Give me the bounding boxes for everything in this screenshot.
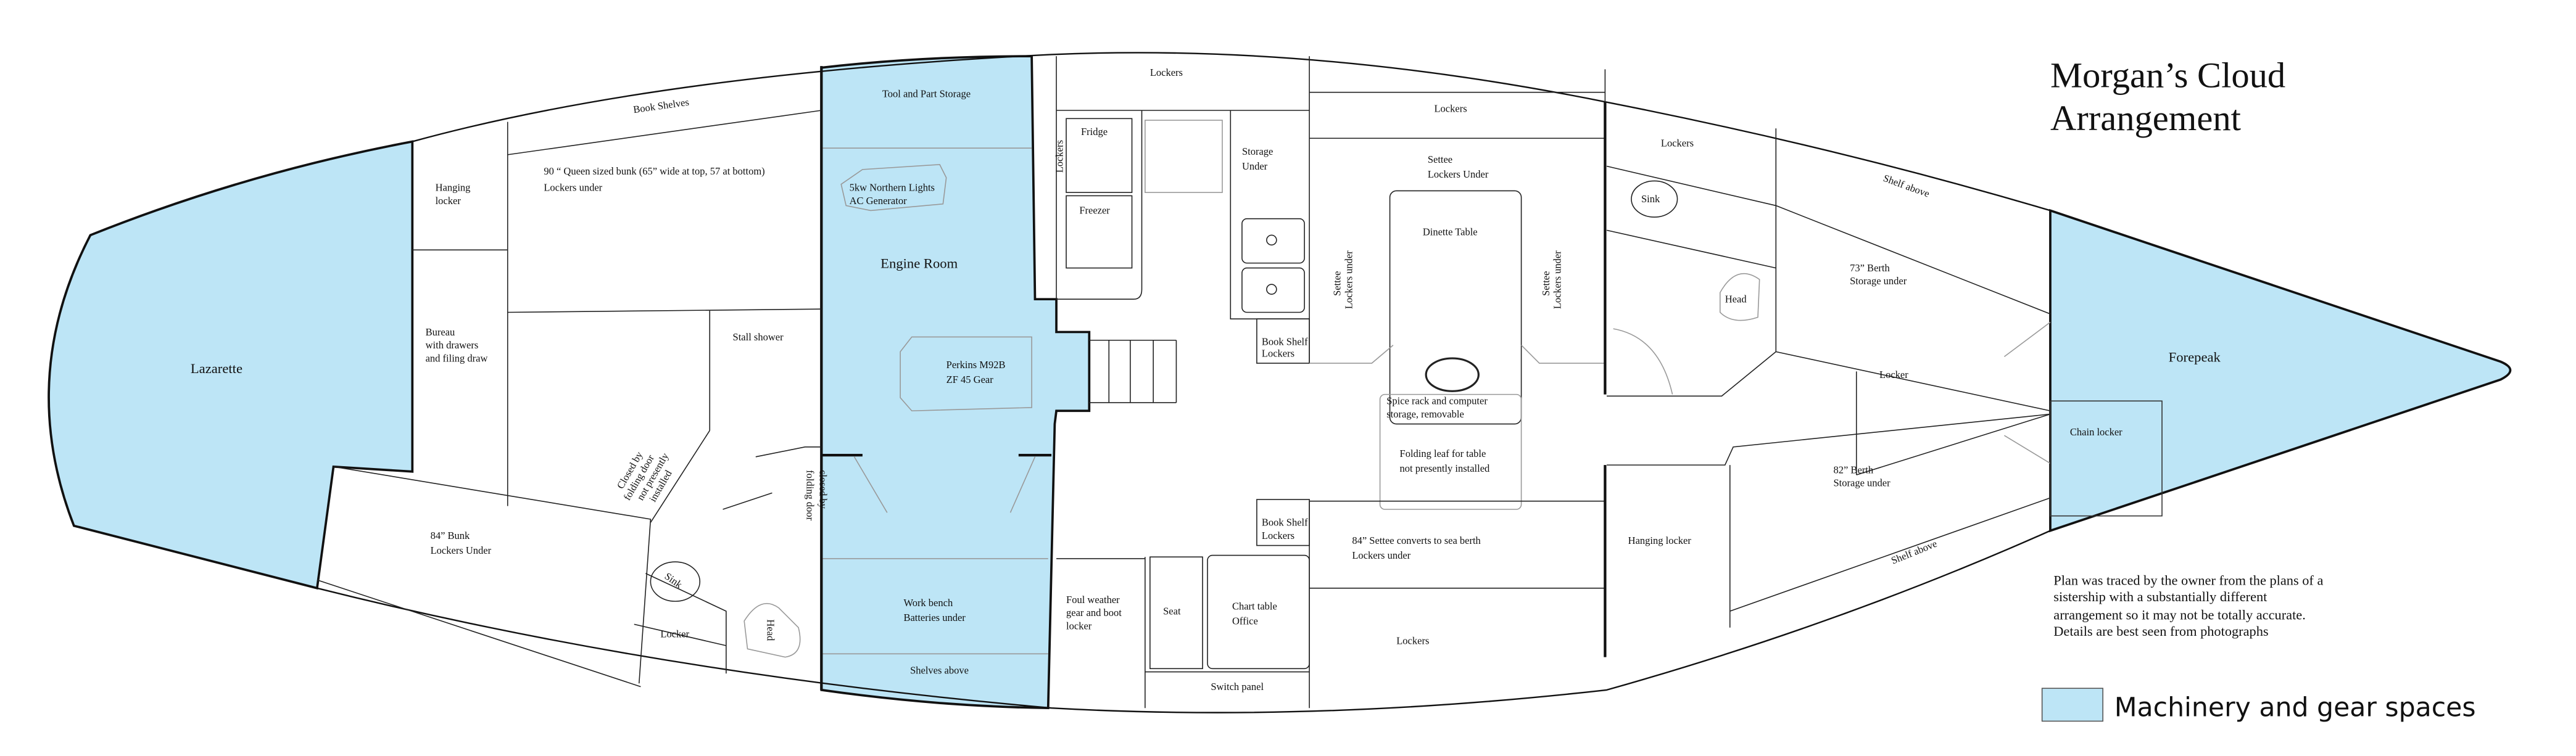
label-settee-84: 84” Settee converts to sea berth [1352, 535, 1481, 546]
note-line: folding door [804, 470, 816, 521]
label-fwd-lockers: Lockers [1661, 138, 1694, 149]
label-book-shelves: Book Shelves [632, 96, 690, 116]
label-spice-rack: Spice rack and computer [1386, 395, 1488, 407]
label-berth-73-2: Storage under [1850, 275, 1907, 287]
note-line: closed by [818, 470, 829, 509]
label-seat: Seat [1163, 605, 1181, 617]
label-book-shelf-2b: Lockers [1262, 530, 1294, 541]
label-stall-shower: Stall shower [733, 331, 784, 343]
note-line-3: arrangement so it may not be totally acc… [2053, 607, 2306, 622]
label-closed-by-folding-door: closed by folding door [804, 470, 829, 521]
label-queen-bunk-2: Lockers under [544, 181, 602, 193]
label-lazarette: Lazarette [191, 361, 242, 376]
settee-line: Settee [1540, 271, 1552, 296]
note-line-4: Details are best seen from photographs [2053, 623, 2268, 639]
label-work-bench-2: Batteries under [903, 612, 966, 623]
label-settee-left: Settee Lockers under [1331, 250, 1355, 309]
label-foul-weather-2: gear and boot [1066, 607, 1122, 618]
label-book-shelf-2: Book Shelf [1262, 517, 1308, 528]
label-berth-82: 82” Berth [1833, 464, 1873, 475]
forward-cabin-lines [1606, 128, 2163, 628]
title-line-2: Arrangement [2050, 98, 2241, 138]
label-folding-leaf-2: not presently installed [1400, 462, 1490, 474]
label-fwd-head: Head [1725, 294, 1747, 305]
label-chain-locker: Chain locker [2070, 426, 2123, 438]
label-fwd-locker: Locker [1879, 369, 1908, 380]
label-lockers-upper: Lockers [1434, 103, 1467, 115]
forepeak-area [2049, 208, 2512, 533]
label-shelves-above: Shelves above [910, 664, 969, 676]
settee-line: Lockers under [1551, 250, 1563, 309]
label-settee-upper: Settee [1428, 154, 1452, 165]
label-engine: Perkins M92B [946, 359, 1006, 371]
label-chart-table: Chart table [1232, 600, 1277, 612]
label-engine-room: Engine Room [880, 256, 958, 271]
label-fridge: Fridge [1081, 126, 1108, 138]
label-shelf-above-1: Shelf above [1882, 172, 1931, 200]
label-folding-leaf: Folding leaf for table [1400, 448, 1486, 459]
label-foul-weather-3: locker [1066, 620, 1092, 631]
label-foul-weather: Foul weather [1066, 594, 1120, 606]
label-84-bunk-2: Lockers Under [431, 544, 492, 556]
label-bureau: Bureau [426, 326, 455, 338]
title-line-1: Morgan’s Cloud [2050, 55, 2285, 96]
lazarette-area [48, 140, 414, 590]
label-settee-right: Settee Lockers under [1540, 250, 1563, 309]
legend-swatch [2041, 688, 2103, 722]
label-book-shelf-1: Book Shelf [1262, 336, 1308, 348]
label-generator-2: AC Generator [850, 195, 908, 207]
label-hanging-locker-2: locker [436, 195, 462, 207]
label-lockers-lower: Lockers [1396, 635, 1429, 646]
hull-outline-bottom [317, 530, 2051, 713]
hull-outline-top [412, 52, 2051, 212]
settee-line: Lockers under [1343, 250, 1354, 309]
label-tool-storage: Tool and Part Storage [882, 88, 971, 100]
label-engine-2: ZF 45 Gear [946, 374, 994, 385]
note-line-2: sistership with a substantially differen… [2053, 589, 2267, 604]
engine-room-lines [821, 147, 1048, 655]
label-freezer: Freezer [1079, 205, 1110, 216]
label-queen-bunk: 90 “ Queen sized bunk (65” wide at top, … [544, 165, 764, 177]
label-hanging-locker: Hanging [436, 181, 471, 193]
label-chart-table-2: Office [1232, 615, 1258, 627]
settee-line: Settee [1331, 271, 1343, 296]
label-settee-84-2: Lockers under [1352, 549, 1410, 561]
label-84-bunk: 84” Bunk [431, 530, 470, 541]
label-fwd-sink: Sink [1641, 193, 1660, 205]
label-berth-73: 73” Berth [1850, 262, 1890, 274]
label-aft-head: Head [764, 619, 776, 641]
note-line-1: Plan was traced by the owner from the pl… [2053, 572, 2323, 588]
label-aft-locker: Locker [660, 628, 689, 640]
label-settee-upper-2: Lockers Under [1428, 168, 1489, 180]
label-dinette-table: Dinette Table [1423, 226, 1478, 237]
label-forepeak: Forepeak [2169, 349, 2221, 364]
label-lockers-top: Lockers [1150, 67, 1183, 78]
label-storage-under-2: Under [1242, 160, 1268, 172]
label-storage-under: Storage [1242, 146, 1273, 157]
label-folding-door-note: Closed by folding door not presently ins… [615, 449, 674, 504]
label-work-bench: Work bench [903, 597, 953, 609]
aft-cabin-lines [317, 110, 822, 688]
saloon-lines [1056, 56, 1606, 709]
label-fwd-hanging-locker: Hanging locker [1628, 535, 1692, 546]
legend-label: Machinery and gear spaces [2114, 692, 2476, 723]
label-lockers-vertical: Lockers [1054, 140, 1066, 173]
label-switch-panel: Switch panel [1211, 681, 1264, 692]
label-spice-rack-2: storage, removable [1386, 408, 1464, 420]
label-shelf-above-2: Shelf above [1889, 538, 1939, 567]
label-book-shelf-1b: Lockers [1262, 347, 1294, 359]
label-bureau-2: with drawers [426, 339, 479, 351]
engine-room-area [820, 55, 1091, 710]
label-aft-sink: Sink [663, 570, 685, 591]
label-bureau-3: and filing draw [426, 352, 488, 364]
label-generator: 5kw Northern Lights [850, 181, 935, 193]
label-berth-82-2: Storage under [1833, 477, 1891, 489]
